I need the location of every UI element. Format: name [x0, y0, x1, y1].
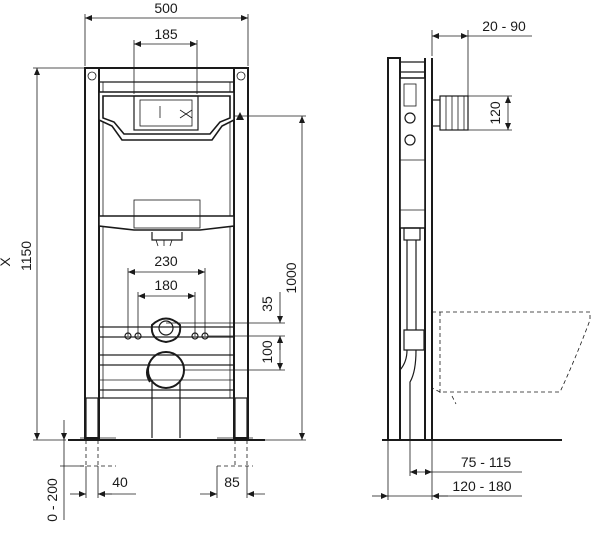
side-cistern: [399, 77, 426, 241]
waste-outlet: [147, 351, 185, 389]
right-upright: [233, 67, 249, 439]
cistern: [98, 91, 235, 247]
water-inlet: [150, 317, 182, 344]
supply-pipe: [439, 95, 469, 131]
toilet-bowl: [431, 311, 591, 393]
dim-outlet-height: 1000: [283, 262, 299, 293]
dim-depth-min: 75 - 115: [461, 454, 512, 470]
dim-frame-height: 1150: [18, 241, 34, 271]
dim-foot-adjust: 0 - 200: [44, 478, 60, 522]
front-view: 500 185 1150 X 1000 230 180: [0, 0, 306, 522]
partial-label: X: [0, 257, 13, 267]
dim-depth-max: 120 - 180: [452, 478, 511, 494]
dim-pipe-diameter: 120: [487, 101, 503, 125]
side-upright: [387, 57, 401, 441]
dim-bolt-spacing-inner: 180: [154, 277, 178, 293]
dim-waste-to-bolts: 100: [259, 340, 275, 364]
dim-wall-spacing: 20 - 90: [482, 18, 526, 34]
dim-waste-offset: 35: [259, 296, 275, 312]
dim-foot-width: 40: [112, 474, 128, 490]
dim-flush-plate-width: 185: [154, 26, 178, 42]
left-upright: [84, 67, 100, 439]
dim-bolt-spacing-outer: 230: [154, 253, 178, 269]
dim-foot-spacing: 85: [224, 474, 240, 490]
side-view: 20 - 90 120 75 - 115 120 - 180: [372, 18, 591, 500]
dim-overall-width: 500: [154, 0, 178, 16]
